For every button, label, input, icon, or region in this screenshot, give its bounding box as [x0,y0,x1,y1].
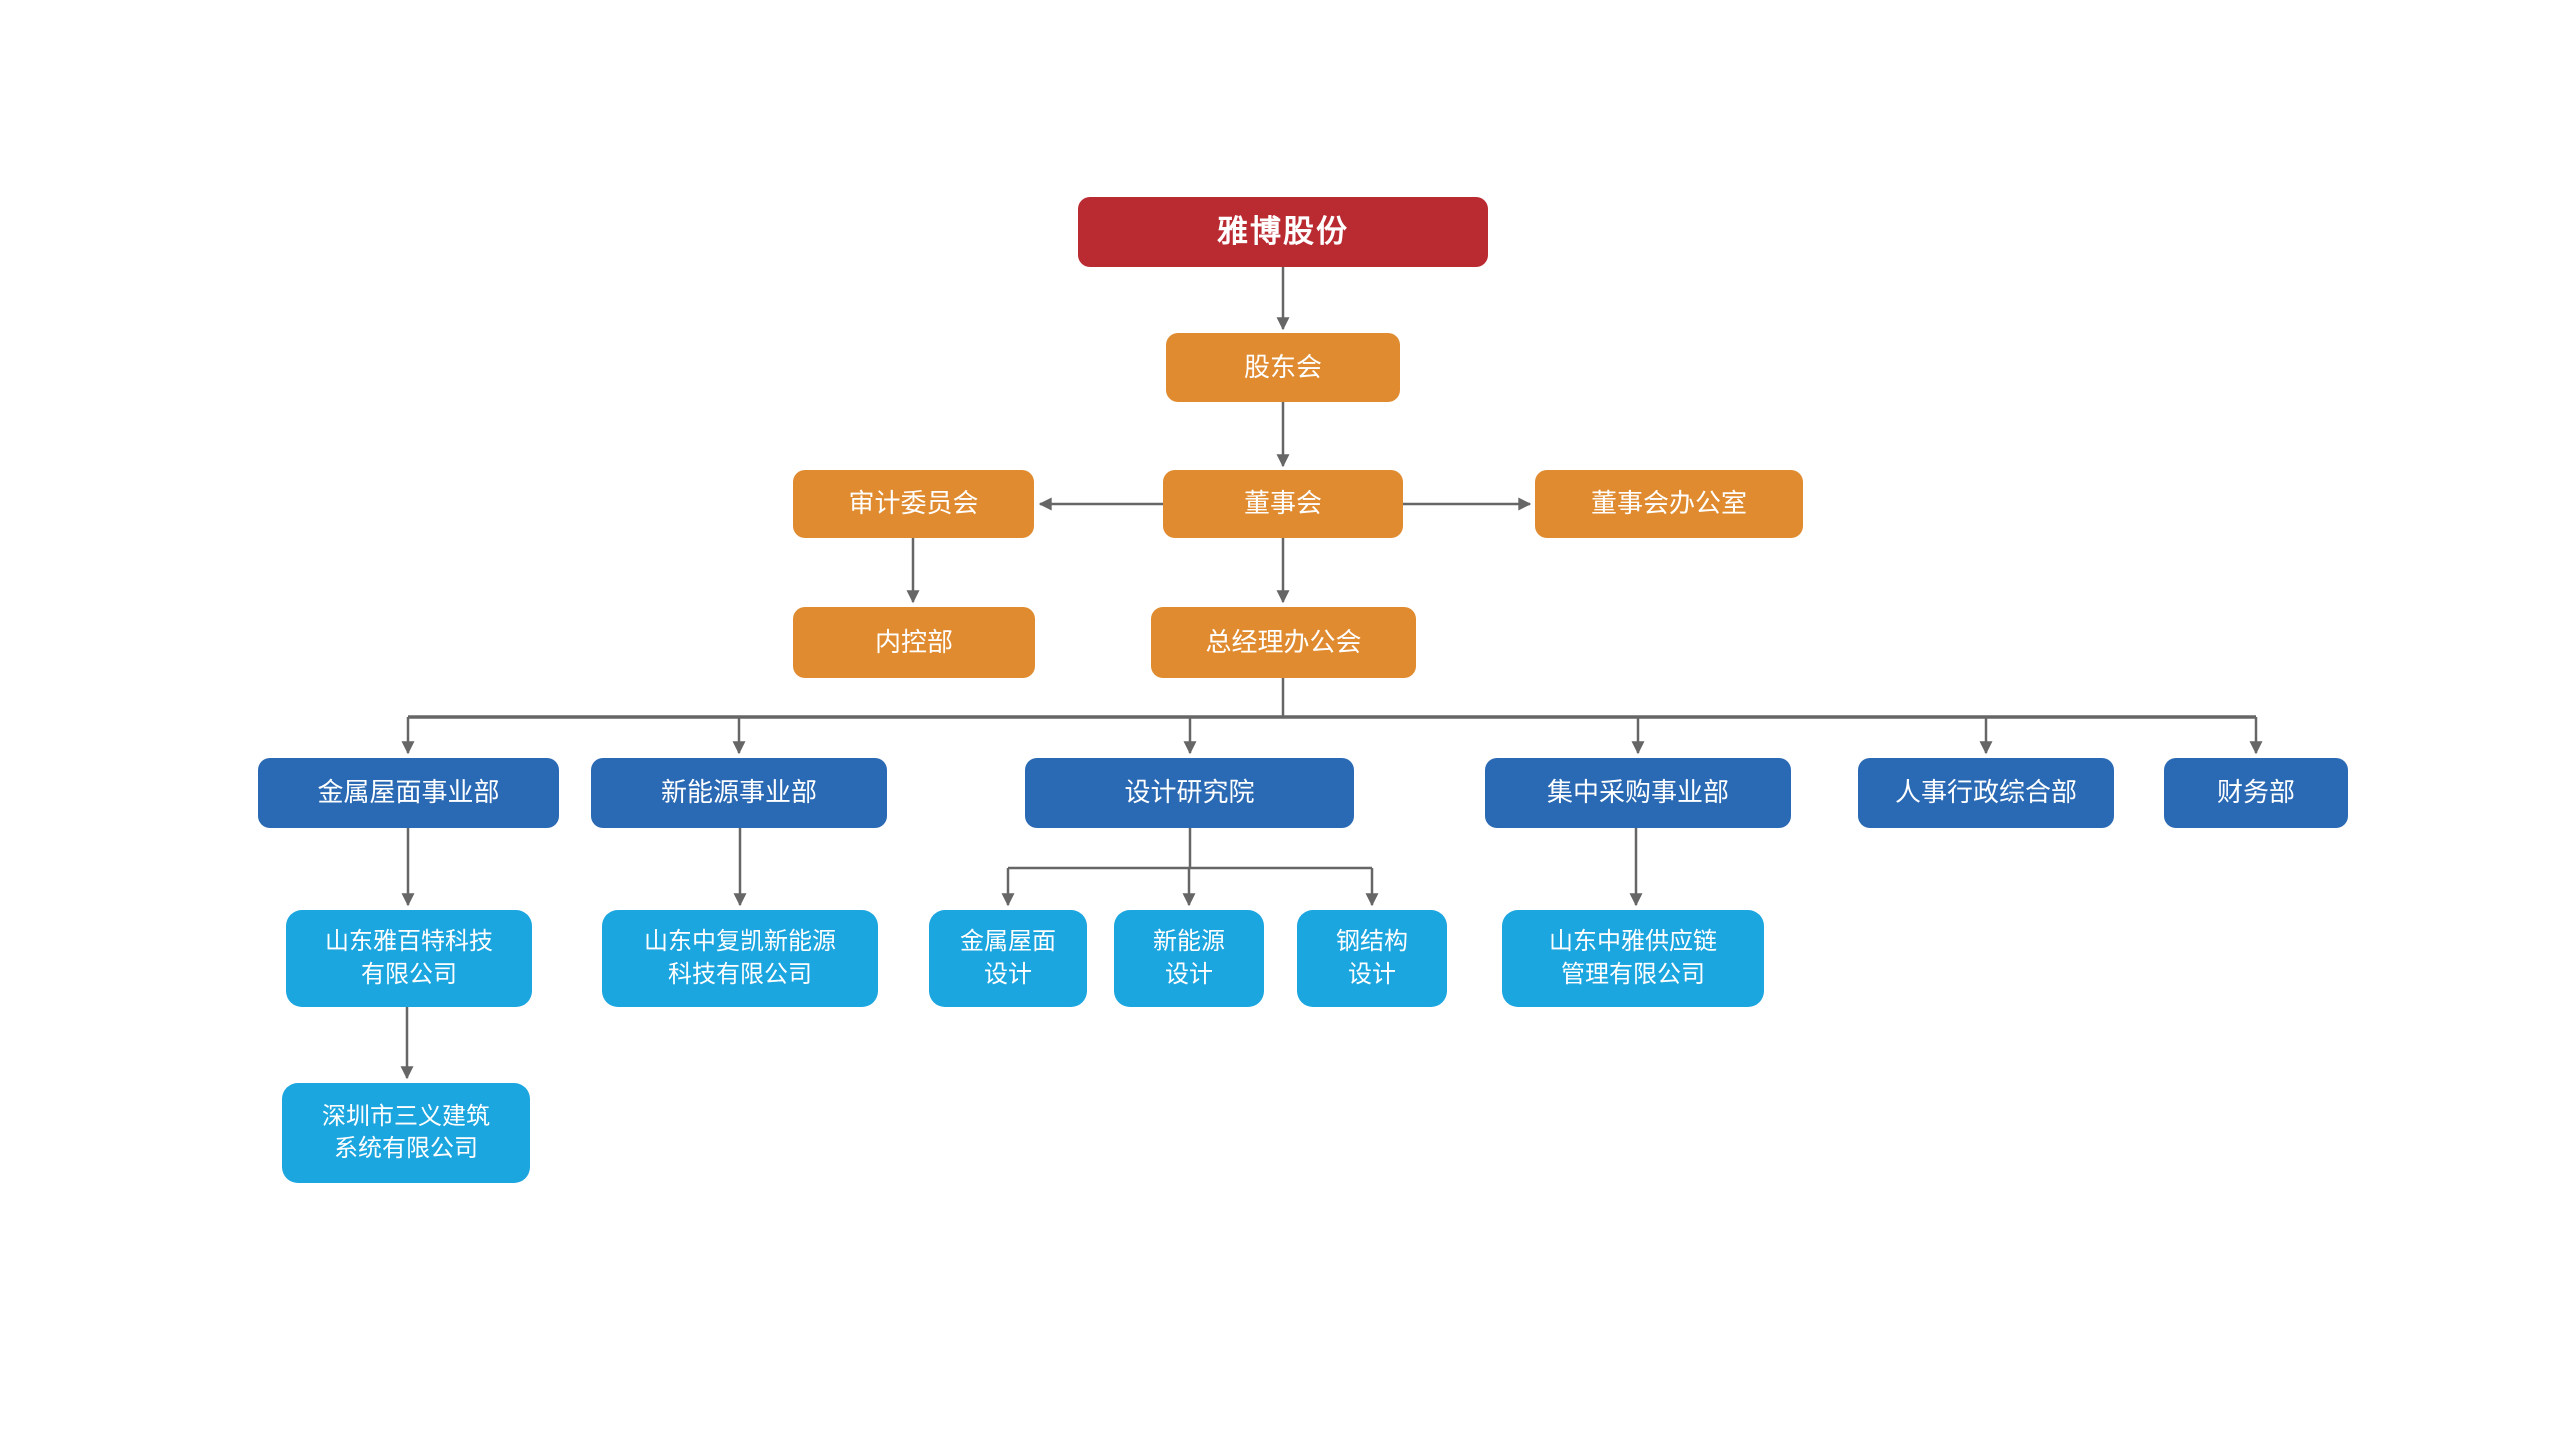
org-node-label: 山东中雅供应链 管理有限公司 [1549,928,1717,988]
org-node-label: 内控部 [874,626,953,657]
org-node-sub-zhongfukai: 山东中复凯新能源 科技有限公司 [602,910,878,1007]
org-node-dept-finance: 财务部 [2164,758,2348,828]
org-node-board-of-directors: 董事会 [1163,470,1403,538]
org-node-label: 钢结构 设计 [1336,928,1408,988]
org-node-label: 金属屋面 设计 [960,928,1056,988]
org-node-label: 股东会 [1243,351,1322,382]
org-node-label: 董事会 [1243,488,1322,519]
org-node-board-office: 董事会办公室 [1535,470,1803,538]
org-node-team-new-energy-design: 新能源 设计 [1114,910,1264,1007]
org-node-sub-zhongya-supply: 山东中雅供应链 管理有限公司 [1502,910,1764,1007]
org-node-yabo-holdings: 雅博股份 [1078,197,1488,267]
org-node-label: 董事会办公室 [1590,488,1747,519]
org-node-dept-hr-admin: 人事行政综合部 [1858,758,2114,828]
org-node-sub-yabaite: 山东雅百特科技 有限公司 [286,910,532,1007]
org-node-label: 金属屋面事业部 [317,777,500,808]
org-node-label: 设计研究院 [1124,777,1255,808]
org-node-label: 人事行政综合部 [1894,777,2077,808]
org-node-design-institute: 设计研究院 [1025,758,1354,828]
org-node-dept-new-energy: 新能源事业部 [591,758,887,828]
org-node-gm-office-meeting: 总经理办公会 [1151,607,1416,678]
org-node-dept-procurement: 集中采购事业部 [1485,758,1791,828]
org-node-label: 新能源 设计 [1153,928,1225,988]
org-node-dept-metal-roof: 金属屋面事业部 [258,758,559,828]
org-node-team-metal-roof-design: 金属屋面 设计 [929,910,1087,1007]
org-node-label: 财务部 [2216,777,2295,808]
org-node-team-steel-structure-design: 钢结构 设计 [1297,910,1447,1007]
org-node-label: 深圳市三义建筑 系统有限公司 [322,1102,490,1162]
org-node-internal-control-dept: 内控部 [793,607,1035,678]
org-node-audit-committee: 审计委员会 [793,470,1034,538]
org-node-label: 集中采购事业部 [1546,777,1729,808]
org-node-label: 山东中复凯新能源 科技有限公司 [644,928,836,988]
org-node-label: 总经理办公会 [1205,626,1362,657]
org-node-label: 审计委员会 [848,488,979,519]
org-node-sub-sanyi-building: 深圳市三义建筑 系统有限公司 [282,1083,530,1183]
org-node-label: 新能源事业部 [660,777,817,808]
org-node-label: 山东雅百特科技 有限公司 [325,928,493,988]
org-node-shareholders-meeting: 股东会 [1166,333,1400,402]
org-node-label: 雅博股份 [1217,214,1349,250]
